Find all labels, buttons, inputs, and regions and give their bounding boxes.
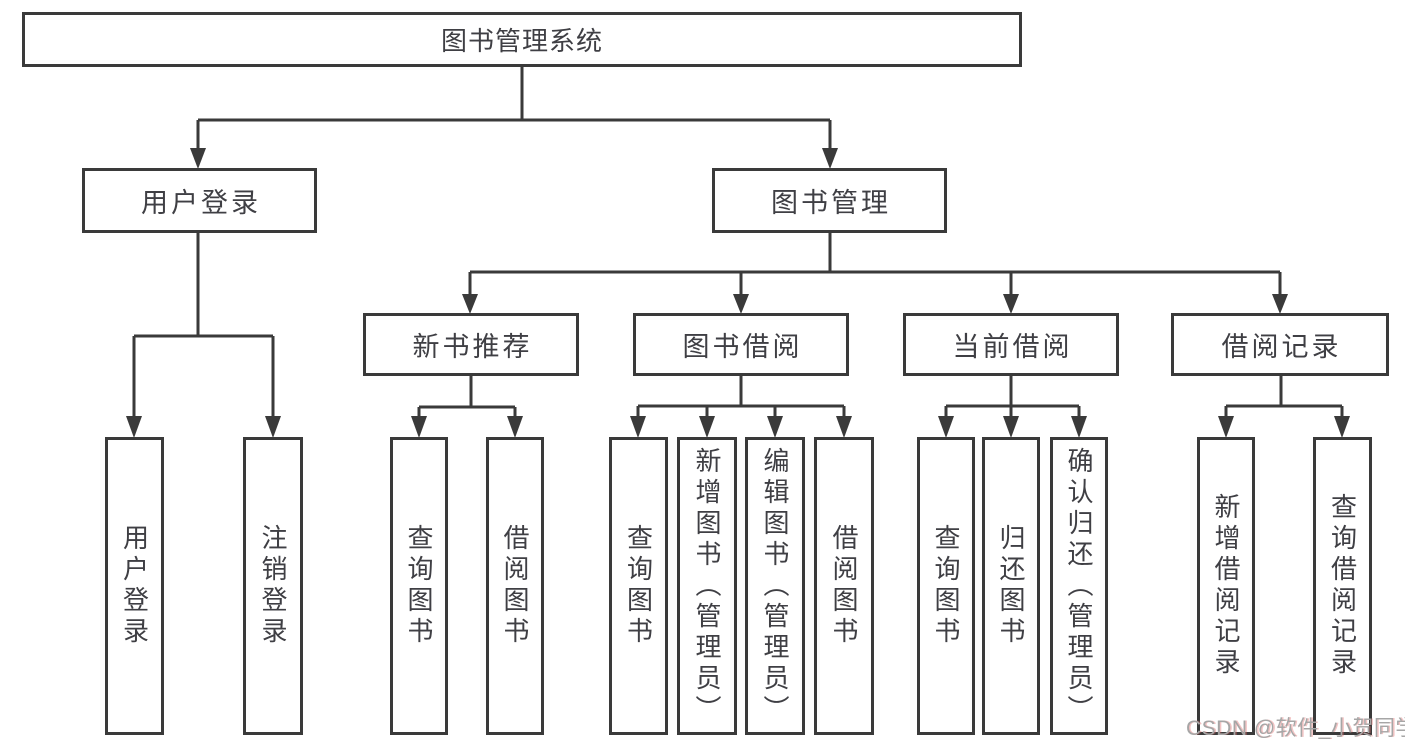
arrow-head bbox=[126, 416, 142, 438]
connector-new-books-to-leaves bbox=[411, 376, 523, 438]
arrow-head bbox=[733, 294, 749, 314]
connector-root-to-level2 bbox=[190, 67, 838, 169]
arrow-head bbox=[462, 294, 478, 314]
arrow-head bbox=[822, 148, 838, 169]
arrow-head bbox=[411, 416, 427, 438]
arrow-head bbox=[1218, 416, 1234, 438]
leaf-borrow-query-books: 查询图书 bbox=[609, 437, 668, 735]
leaf-newbooks-query-books-label: 查询图书 bbox=[404, 524, 434, 648]
connector-user-login-to-leaves bbox=[126, 233, 281, 438]
arrow-head bbox=[699, 416, 715, 438]
arrow-head bbox=[1003, 416, 1019, 438]
leaf-edit-books-admin-label: 编辑图书（管理员） bbox=[760, 446, 790, 726]
arrow-head bbox=[836, 416, 852, 438]
leaf-borrow-borrow-books-label: 借阅图书 bbox=[829, 524, 859, 648]
node-book-borrow: 图书借阅 bbox=[633, 313, 849, 376]
leaf-confirm-return-admin-label: 确认归还（管理员） bbox=[1064, 446, 1094, 726]
arrow-head bbox=[938, 416, 954, 438]
leaf-confirm-return-admin: 确认归还（管理员） bbox=[1050, 437, 1108, 735]
leaf-borrow-borrow-books: 借阅图书 bbox=[814, 437, 874, 735]
leaf-user-login: 用户登录 bbox=[105, 437, 164, 735]
node-borrow-records-label: 借阅记录 bbox=[1221, 332, 1342, 362]
node-book-management: 图书管理 bbox=[712, 168, 947, 233]
arrow-head bbox=[630, 416, 646, 438]
arrow-head bbox=[507, 416, 523, 438]
csdn-watermark: CSDN @软件_小贺同学 bbox=[1186, 717, 1405, 740]
leaf-newbooks-query-books: 查询图书 bbox=[390, 437, 448, 735]
arrow-head bbox=[1272, 294, 1288, 314]
arrow-head bbox=[767, 416, 783, 438]
leaf-add-books-admin: 新增图书（管理员） bbox=[677, 437, 737, 735]
node-user-login: 用户登录 bbox=[82, 168, 317, 233]
leaf-add-borrow-record-label: 新增借阅记录 bbox=[1211, 493, 1241, 679]
node-borrow-records: 借阅记录 bbox=[1171, 313, 1389, 376]
node-book-borrow-label: 图书借阅 bbox=[682, 332, 803, 362]
node-root: 图书管理系统 bbox=[22, 12, 1022, 67]
leaf-query-borrow-record-label: 查询借阅记录 bbox=[1327, 493, 1358, 679]
connector-book-borrow-to-leaves bbox=[630, 376, 852, 438]
arrow-head bbox=[1003, 294, 1019, 314]
node-current-borrow: 当前借阅 bbox=[903, 313, 1119, 376]
connector-borrow-records-to-leaves bbox=[1218, 376, 1350, 438]
arrow-head bbox=[1071, 416, 1087, 438]
connector-book-management-to-level3 bbox=[462, 233, 1288, 314]
leaf-add-books-admin-label: 新增图书（管理员） bbox=[692, 446, 722, 726]
leaf-return-books: 归还图书 bbox=[982, 437, 1040, 735]
leaf-edit-books-admin: 编辑图书（管理员） bbox=[745, 437, 805, 735]
node-root-label: 图书管理系统 bbox=[440, 26, 603, 56]
leaf-logout-label: 注销登录 bbox=[258, 524, 288, 648]
leaf-user-login-label: 用户登录 bbox=[119, 524, 150, 648]
node-new-books-label: 新书推荐 bbox=[412, 332, 533, 362]
node-book-management-label: 图书管理 bbox=[771, 188, 891, 218]
leaf-newbooks-borrow-books: 借阅图书 bbox=[486, 437, 544, 735]
arrow-head bbox=[265, 416, 281, 438]
leaf-current-query-books: 查询图书 bbox=[917, 437, 975, 735]
arrow-head bbox=[1334, 416, 1350, 438]
arrow-head bbox=[190, 148, 206, 169]
node-new-books: 新书推荐 bbox=[363, 313, 579, 376]
leaf-return-books-label: 归还图书 bbox=[996, 524, 1026, 648]
leaf-logout: 注销登录 bbox=[243, 437, 303, 735]
leaf-query-borrow-record: 查询借阅记录 bbox=[1313, 437, 1372, 735]
leaf-add-borrow-record: 新增借阅记录 bbox=[1197, 437, 1255, 735]
leaf-borrow-query-books-label: 查询图书 bbox=[623, 524, 654, 648]
connector-current-borrow-to-leaves bbox=[938, 376, 1087, 438]
leaf-current-query-books-label: 查询图书 bbox=[931, 524, 961, 648]
node-current-borrow-label: 当前借阅 bbox=[952, 332, 1073, 362]
leaf-newbooks-borrow-books-label: 借阅图书 bbox=[500, 524, 530, 648]
node-user-login-label: 用户登录 bbox=[141, 188, 261, 218]
